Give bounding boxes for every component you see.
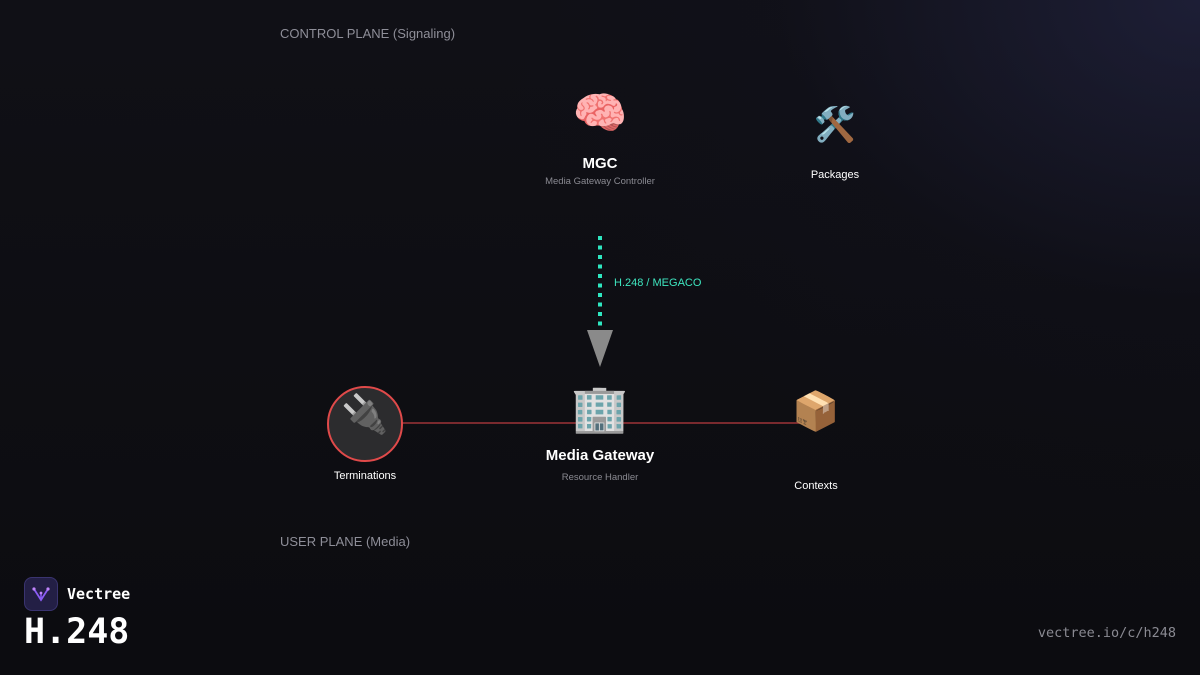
signaling-arrow-head <box>587 330 613 367</box>
tools-icon: 🛠️ <box>813 105 857 145</box>
mgc-subtitle: Media Gateway Controller <box>545 176 655 187</box>
brand-name: Vectree <box>67 585 131 603</box>
page-title: H.248 <box>24 612 130 652</box>
mgc-title: MGC <box>582 155 618 172</box>
office-building-icon: 🏢 <box>571 381 629 435</box>
media-gateway-title: Media Gateway <box>545 447 655 464</box>
media-gateway-subtitle: Resource Handler <box>561 472 639 483</box>
terminations-label: Terminations <box>333 470 397 482</box>
brain-icon: 🧠 <box>572 88 628 139</box>
contexts-label: Contexts <box>794 480 838 492</box>
vectree-logo-icon <box>24 577 58 611</box>
package-box-icon: 📦 <box>792 389 840 433</box>
packages-label: Packages <box>810 169 860 181</box>
source-url[interactable]: vectree.io/c/h248 <box>1037 625 1176 641</box>
brand: Vectree <box>24 577 130 611</box>
protocol-label: H.248 / MEGACO <box>614 277 702 289</box>
terminations-circle <box>327 386 403 462</box>
control-plane-label: CONTROL PLANE (Signaling) <box>280 26 456 41</box>
user-plane-label: USER PLANE (Media) <box>280 534 411 549</box>
plug-icon: 🔌 <box>341 392 389 436</box>
